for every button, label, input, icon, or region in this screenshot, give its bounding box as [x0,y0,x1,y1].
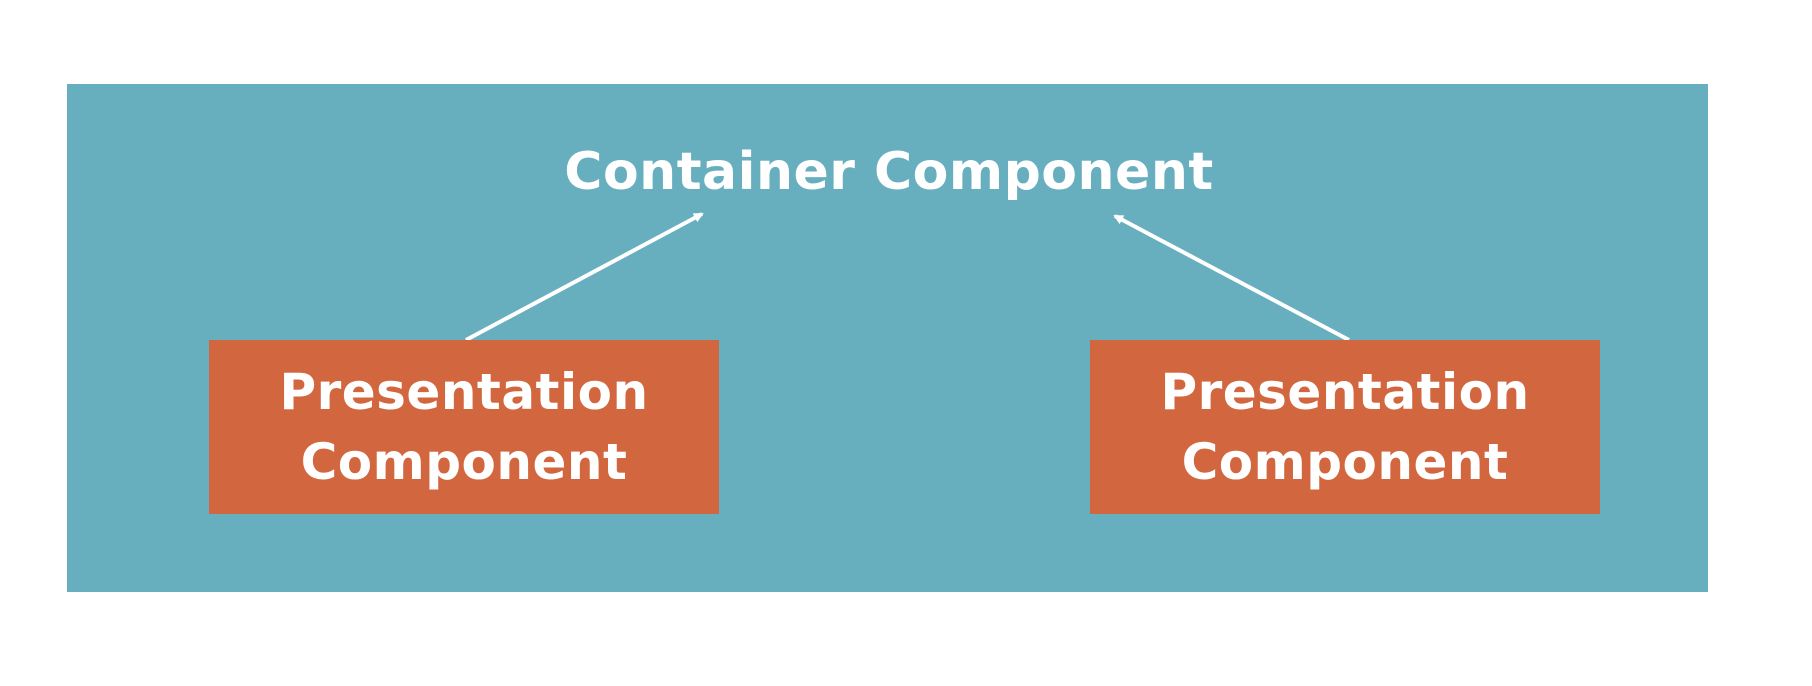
presentation-component-left-label: Presentation Component [279,357,648,497]
presentation-right-line2: Component [1181,433,1509,491]
presentation-component-left: Presentation Component [209,340,719,514]
presentation-left-line1: Presentation [279,363,649,421]
container-component-label: Container Component [564,142,1214,202]
presentation-left-line2: Component [300,433,628,491]
presentation-component-right-label: Presentation Component [1160,357,1529,497]
presentation-component-right: Presentation Component [1090,340,1600,514]
presentation-right-line1: Presentation [1160,363,1530,421]
